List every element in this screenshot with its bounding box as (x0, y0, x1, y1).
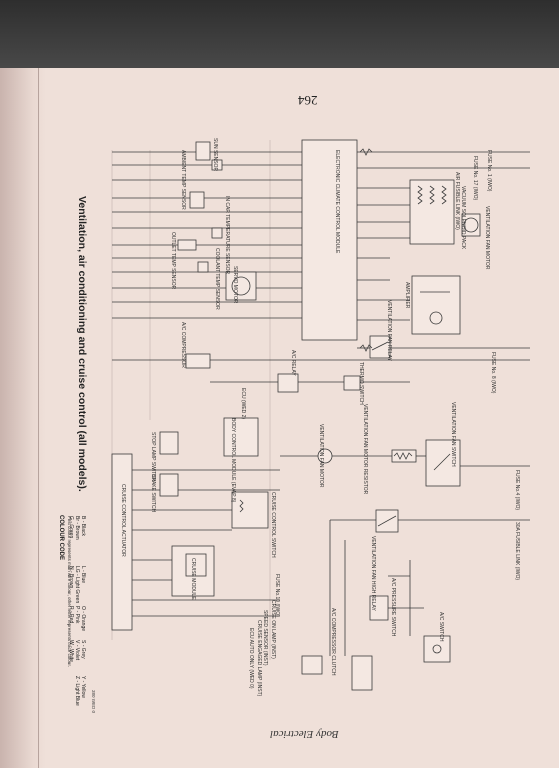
vent-relay-label: VENTILATION FAN RELAY (386, 300, 392, 361)
ecu-label: ELECTRONIC CLIMATE CONTROL MODULE (334, 150, 340, 254)
body-control-label: BODY CONTROL MODULE (EVAP 8) (230, 418, 236, 503)
ambient-sensor-label: AMBIENT TEMP SENSOR (180, 150, 186, 210)
fuse-4-label: FUSE No.4 (IWO) (514, 470, 520, 511)
in-car-sensor-label: IN CAR TEMPERATURE SENSOR (224, 196, 230, 275)
fuse-17-label: FUSE No. 17 (IWO) (472, 156, 478, 201)
ac-relay-label: A/C RELAY (290, 350, 296, 376)
coolant-sensor-label: COOLANT TEMP SENSOR (214, 248, 220, 310)
legend-entry: Z - Light Blue (74, 676, 80, 706)
diagram-reference: 380 WED 0 (91, 690, 96, 714)
legend-entry: O - Orange (80, 606, 86, 632)
gutter-line (38, 68, 39, 768)
servo-label: SERVO MOTOR (232, 266, 238, 304)
legend-entry: Br - Brown (74, 516, 80, 540)
amplifier-label: AMPLIFIER (404, 282, 410, 309)
legend-entry: LG - Light Green (74, 566, 80, 604)
brake-switch-label: BRAKE SWITCH (150, 474, 156, 513)
legend-entry: R - Red (68, 606, 74, 624)
ac-switch-label: A/C SWITCH (438, 612, 444, 642)
speed-sensor-label: SPEED SENSOR (INST) (262, 610, 268, 666)
legend-entry: G - Green (68, 516, 74, 539)
manual-page (0, 68, 559, 768)
ecu-earth-label: ECU (WED 2) (240, 388, 246, 420)
legend-entry: S - Grey (80, 640, 86, 659)
legend-entry: B - Black (80, 516, 86, 537)
diagram-caption: Ventilation, air conditioning and cruise… (76, 196, 88, 492)
vent-temp-sensor-label: OUTLET TEMP SENSOR (170, 232, 176, 290)
fuse-8-label: FUSE No. 8 (IWO) (490, 352, 496, 394)
legend-entry: Y - Yellow (80, 676, 86, 698)
cruise-engaged-label: CRUISE ENGAGED LAMP (INST) (256, 620, 262, 697)
fan-switch-label: VENTILATION FAN SWITCH (450, 402, 456, 467)
scanner-shadow (0, 0, 559, 72)
sun-sensor-label: SUN SENSOR (212, 138, 218, 172)
fan-high-relay-label: VENTILATION FAN HIGH RELAY (370, 536, 376, 611)
legend-entry: N - Brown (68, 566, 74, 589)
pressure-switch-label: A/C PRESSURE SWITCH (390, 578, 396, 637)
ac-compressor-label: A/C COMPRESSOR (180, 322, 186, 368)
cruise-actuator-label: CRUISE CONTROL ACTUATOR (120, 484, 126, 557)
cruise-module-label: CRUISE MODULE (190, 558, 196, 600)
legend-title: COLOUR CODE (58, 515, 64, 560)
fan-motor-label: VENTILATION FAN MOTOR (318, 424, 324, 488)
page-footer: Body Electrical (270, 728, 339, 740)
legend-entry: L - Blue (80, 566, 86, 584)
legend-entry: P - Pink (74, 606, 80, 624)
ecu-auto-label: ECU AUTO ONLY (WED 0) (248, 628, 254, 689)
link-30a-label: 30A FUSIBLE LINK (IWO) (514, 522, 520, 581)
climate-ecu (301, 139, 358, 341)
blower-motor-label: VENTILATION FAN MOTOR (484, 206, 490, 270)
cruise-switch-label: CRUISE CONTROL SWITCH (270, 492, 276, 558)
thermo-switch-label: THERMO SWITCH (358, 362, 364, 405)
legend-entry: W - White (68, 640, 74, 662)
fuse-1-label: FUSE No. 1 (IWO) (486, 150, 492, 192)
fan-resistor-label: VENTILATION FAN MOTOR RESISTOR (362, 404, 368, 495)
cruise-on-label: CRUISE ON LAMP (INST) (270, 600, 276, 659)
legend-entry: V - Violet (74, 640, 80, 661)
compressor-clutch-label: A/C COMPRESSOR CLUTCH (330, 608, 336, 676)
vacuum-pack-label: VACUUM SOLENOID PACK (460, 186, 466, 250)
